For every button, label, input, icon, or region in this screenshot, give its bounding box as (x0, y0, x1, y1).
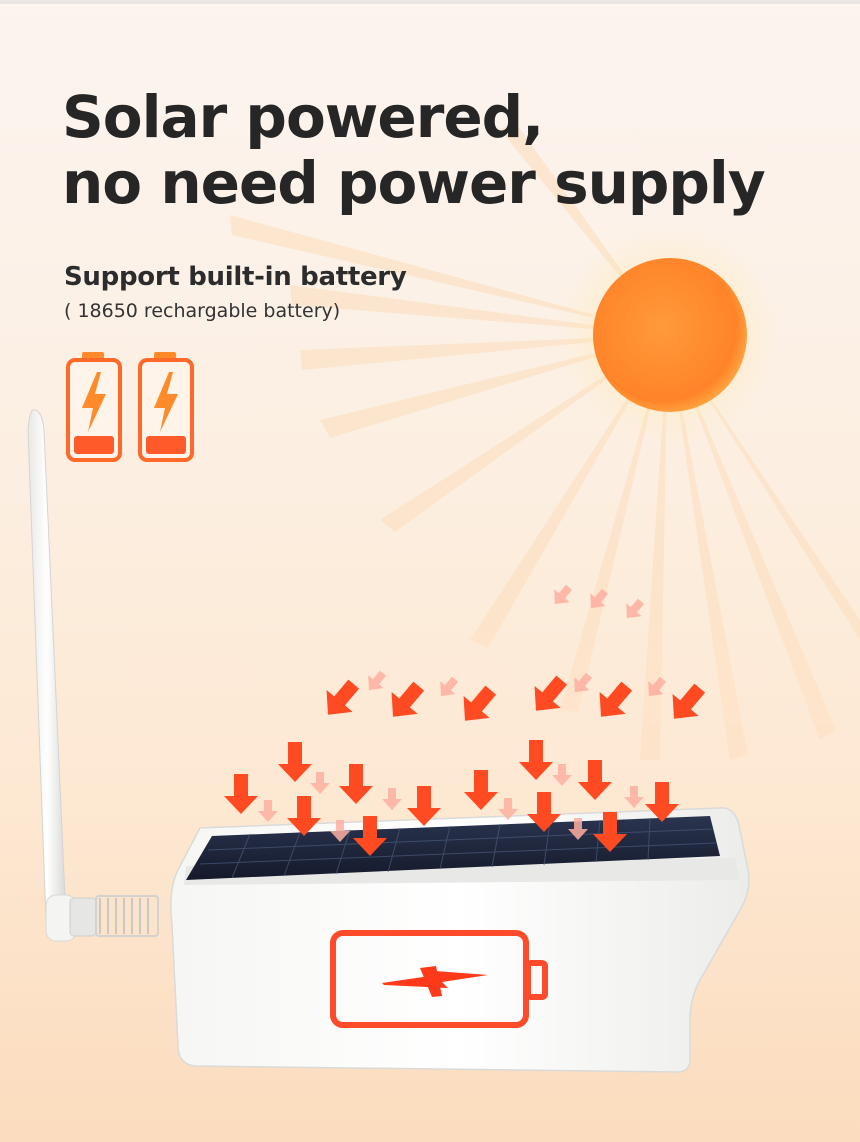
camera-body (170, 807, 750, 1073)
antenna (27, 409, 159, 942)
sun-icon (558, 225, 778, 445)
battery-charging-icon (66, 352, 122, 462)
solar-panel (186, 816, 720, 880)
battery-note: ( 18650 rechargable battery) (64, 300, 341, 322)
lightning-icon (330, 930, 548, 1028)
headline-line-1: Solar powered, (62, 83, 544, 151)
headline-line-2: no need power supply (62, 149, 766, 217)
battery-heading: Support built-in battery (64, 262, 407, 292)
headline: Solar powered, no need power supply (62, 83, 766, 217)
top-border (0, 0, 860, 4)
battery-icons (66, 352, 194, 462)
battery-charging-icon (138, 352, 194, 462)
